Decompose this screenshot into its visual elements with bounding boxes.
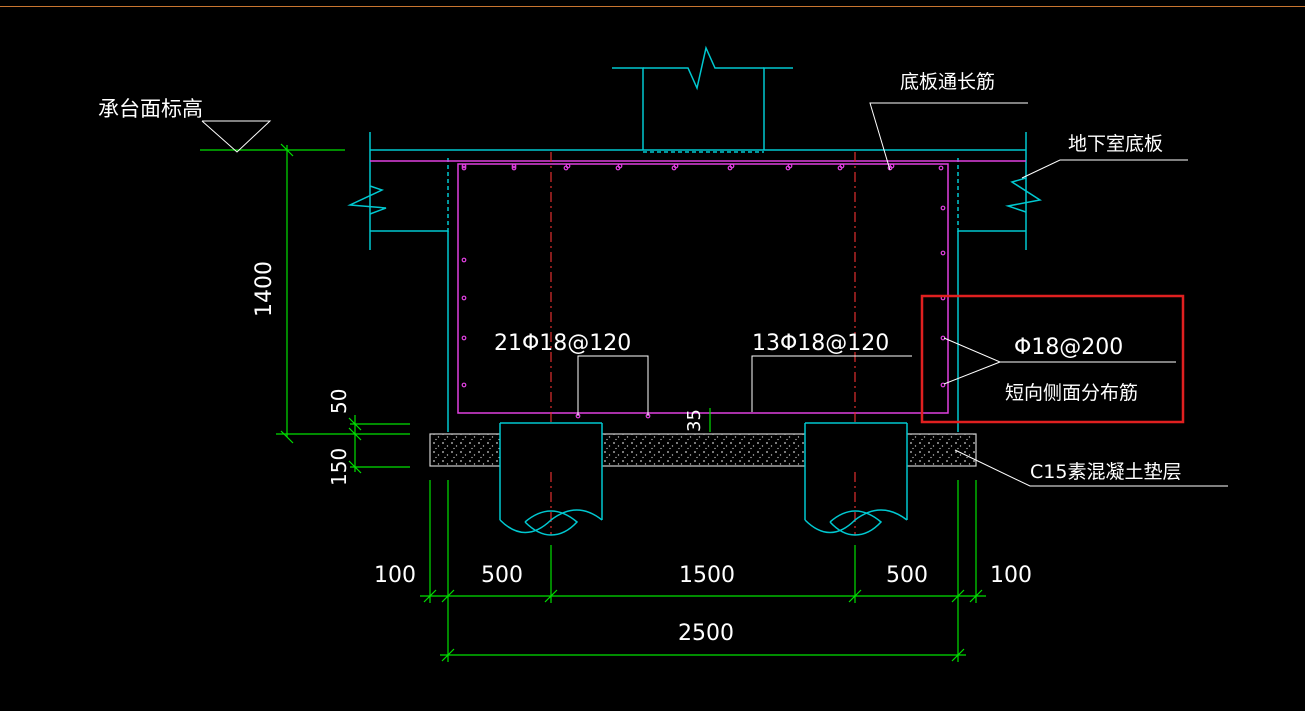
basement-slab-outline [347, 132, 1042, 250]
basement-slab-label: 地下室底板 [1068, 133, 1163, 155]
rebar-dot [839, 163, 845, 169]
dim-left-edge: 500 [481, 563, 523, 588]
rebar-dot [461, 257, 467, 263]
elevation-label: 承台面标高 [98, 97, 203, 121]
rebar-dot [787, 163, 793, 169]
dim-right-edge: 500 [886, 563, 928, 588]
rebar-dot [940, 205, 946, 211]
rebar-points [461, 163, 946, 419]
dimension-lines [200, 143, 986, 662]
rebar-dot [565, 163, 571, 169]
bar-right-label: 13Φ18@120 [752, 331, 889, 356]
highlight-box [920, 294, 1185, 424]
rebar-dot [729, 163, 735, 169]
rebar-dot [940, 250, 946, 256]
rebar-dot [511, 163, 517, 169]
dim-cover: 50 [327, 389, 351, 414]
dim-pile-spacing: 1500 [679, 563, 735, 588]
rebar-dot [461, 382, 467, 388]
rebar-dot [617, 163, 623, 169]
bar-left-label: 21Φ18@120 [494, 331, 631, 356]
dim-cushion: 150 [327, 448, 351, 486]
rebar-cage [370, 160, 1026, 414]
dim-total-width: 2500 [678, 621, 734, 646]
rebar-dot [461, 165, 467, 171]
top-long-bar-label: 底板通长筋 [900, 71, 995, 93]
pile-centerlines [550, 152, 856, 535]
leaders [201, 102, 1228, 487]
rebar-dot [889, 163, 895, 169]
cushion-label: C15素混凝土垫层 [1030, 461, 1181, 483]
rebar-dot [461, 295, 467, 301]
dim-small-gap: 35 [684, 409, 705, 432]
piles [499, 422, 908, 536]
column [612, 45, 793, 150]
dim-height: 1400 [252, 261, 277, 317]
cushion-layer [429, 423, 977, 468]
dim-left-overhang: 100 [374, 563, 416, 588]
rebar-dot [461, 335, 467, 341]
rebar-dot [461, 163, 467, 169]
rebar-dot [938, 165, 944, 171]
rebar-dot [673, 163, 679, 169]
side-bar-name-label: 短向侧面分布筋 [1005, 382, 1138, 404]
pile-cap-outline [447, 151, 959, 432]
rebar-dot [940, 382, 946, 388]
rebar-dot [511, 165, 517, 171]
top-border-line [0, 6, 1305, 7]
dim-right-overhang: 100 [990, 563, 1032, 588]
side-bar-spec-label: Φ18@200 [1014, 335, 1123, 360]
